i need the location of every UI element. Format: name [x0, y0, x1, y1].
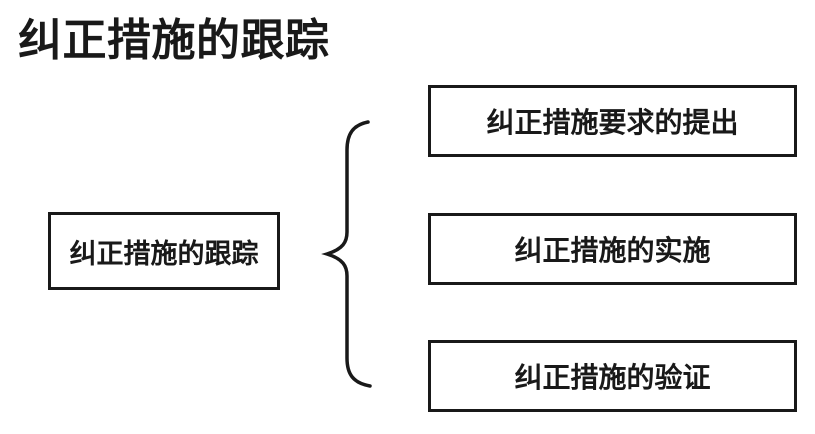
branch-node-verification: 纠正措施的验证: [428, 340, 797, 412]
branch-node-label: 纠正措施的实施: [514, 234, 711, 267]
root-node-label: 纠正措施的跟踪: [69, 238, 259, 270]
branch-node-label: 纠正措施的验证: [514, 361, 711, 394]
page-title: 纠正措施的跟踪: [18, 15, 330, 66]
branch-node-implementation: 纠正措施的实施: [428, 213, 797, 285]
root-node: 纠正措施的跟踪: [48, 212, 280, 290]
branch-node-proposal: 纠正措施要求的提出: [428, 85, 797, 157]
branch-node-label: 纠正措施要求的提出: [486, 106, 739, 139]
curly-brace-icon: [321, 120, 372, 388]
